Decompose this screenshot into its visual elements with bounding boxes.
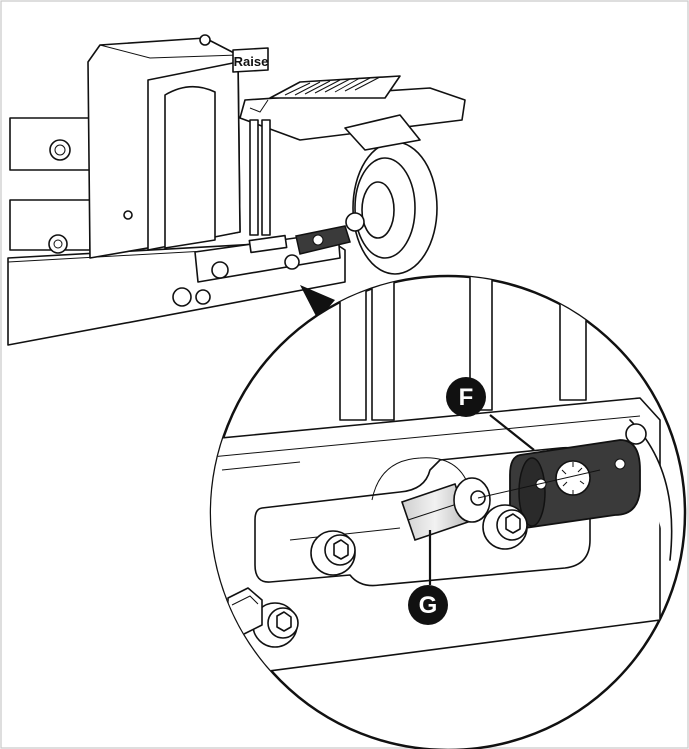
callout-f: F <box>446 377 535 451</box>
raise-label: Raise <box>234 54 269 69</box>
callout-f-leader <box>489 414 535 451</box>
overview-bolt-2 <box>284 254 300 270</box>
raise-label-plate <box>232 47 269 73</box>
socket-bolt-bottom <box>252 602 299 648</box>
callout-g-label: G <box>419 592 438 619</box>
zoom-pointer <box>300 285 335 320</box>
callout-f-label: F <box>459 384 474 411</box>
callout-g: G <box>408 530 448 625</box>
caster-fork <box>344 114 421 151</box>
frame-bolt-lower <box>48 234 68 254</box>
callout-f-badge <box>446 377 486 417</box>
overview-bolt-1 <box>211 261 229 279</box>
overview-bolt-4 <box>195 289 211 305</box>
pedal-post-left <box>249 119 259 236</box>
caster-axle-nut <box>345 212 365 232</box>
machine-overview: Raise <box>7 34 466 346</box>
socket-bolt-left <box>310 530 356 576</box>
housing-cylinder <box>164 85 216 249</box>
overview-bolt-3 <box>172 287 192 307</box>
zoom-post-left <box>339 276 367 421</box>
frame-bolt-upper <box>49 139 71 161</box>
pedal-post-right <box>261 119 271 236</box>
callout-g-badge <box>408 585 448 625</box>
overview-hex-spacer <box>248 234 288 254</box>
socket-bolt-right <box>482 504 528 550</box>
foot-pedal <box>239 87 466 141</box>
